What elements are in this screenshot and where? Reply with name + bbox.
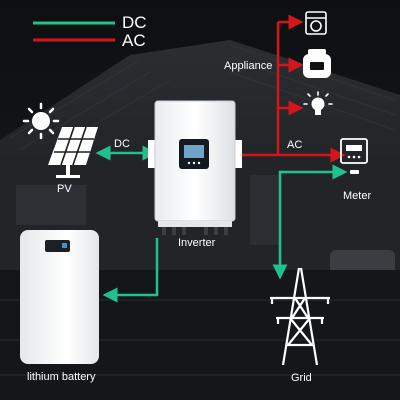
legend-ac-label: AC [122,31,146,50]
solar-panel-icon [48,126,98,178]
meter-grid-link [272,164,348,280]
rice-cooker-icon [303,49,331,78]
legend-dc-label: DC [122,13,147,32]
dc-connections [95,145,159,303]
light-bulb-icon [303,91,333,115]
inverter-icon [148,100,242,235]
transmission-tower-icon [270,267,330,366]
battery-label: lithium battery [27,371,96,383]
ac-connections [240,14,346,163]
grid-label: Grid [291,372,312,384]
pv-label: PV [57,183,72,195]
dc-line-label: DC [114,138,130,150]
appliance-label: Appliance [224,60,273,72]
washing-machine-icon [305,11,327,35]
meter-label: Meter [343,190,372,202]
battery-dc-link [102,238,159,303]
battery-icon [20,230,99,364]
ac-line-label: AC [287,139,303,151]
sun-icon [22,102,60,140]
inverter-label: Inverter [178,237,216,249]
electric-meter-icon [340,138,368,174]
